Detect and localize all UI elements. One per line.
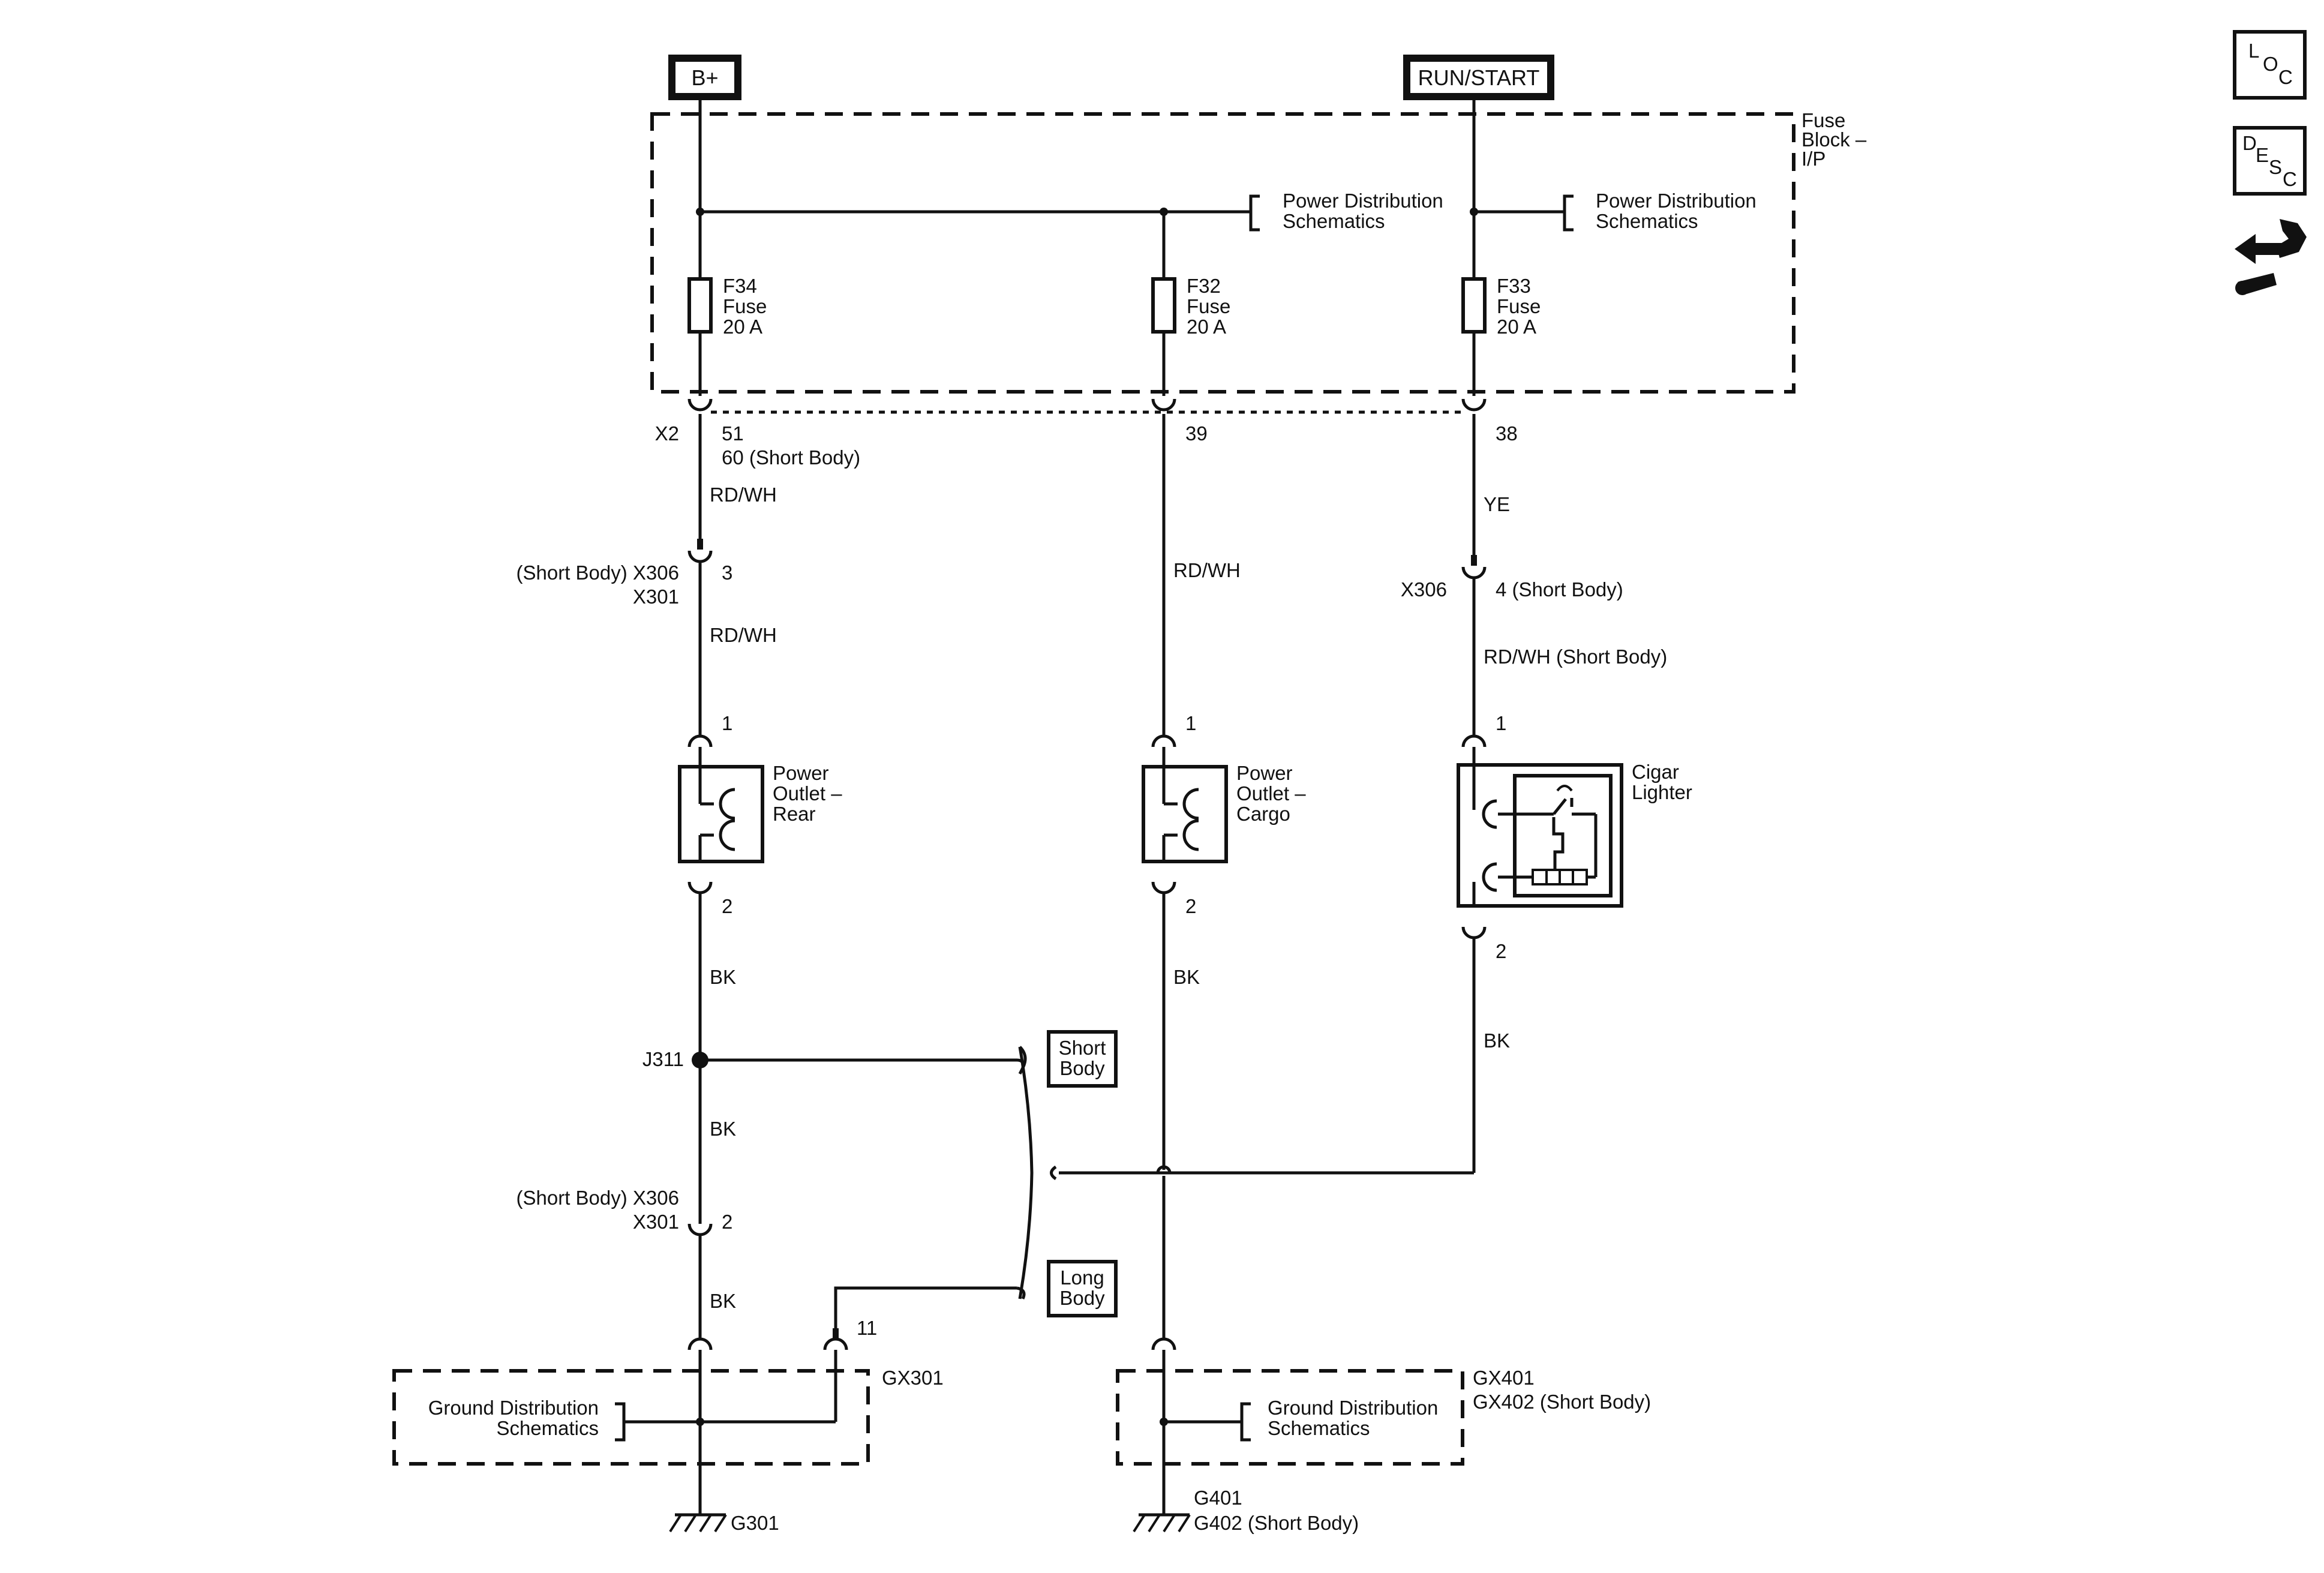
desc-letter-e: E <box>2256 144 2269 166</box>
runstart-label: RUN/START <box>1418 65 1540 90</box>
desc-letter-c: C <box>2283 168 2297 190</box>
fuse-f34-rating: 20 A <box>723 316 762 338</box>
gx301-label: GX301 <box>882 1367 944 1389</box>
short-body-option: Short Body <box>1047 1030 1118 1088</box>
ground-gx301: Ground Distribution Schematics GX301 G30… <box>392 1350 944 1534</box>
wire-bk-3: BK <box>710 1290 736 1312</box>
x2-pin-60: 60 (Short Body) <box>722 446 860 469</box>
long-body-label-2: Body <box>1059 1287 1105 1309</box>
power-outlet-rear: Power Outlet – Rear <box>678 747 842 863</box>
fuse-f33-name: F33 <box>1497 275 1531 297</box>
fuse-f32-name: F32 <box>1187 275 1221 297</box>
x2-label: X2 <box>655 422 679 445</box>
outlet-cargo-label-3: Cargo <box>1236 803 1290 825</box>
bplus-label: B+ <box>691 65 718 90</box>
pin-2-cigar: 2 <box>1496 940 1506 962</box>
wire-rdwh-short: RD/WH (Short Body) <box>1484 646 1667 668</box>
pin-2-cargo: 2 <box>1185 895 1196 917</box>
x2-pin-51: 51 <box>722 422 744 445</box>
fuse-block-label-1: Fuse <box>1801 109 1845 131</box>
ground-gx401: Ground Distribution Schematics GX401 GX4… <box>1116 1350 1651 1534</box>
pin-1-cargo: 1 <box>1185 712 1196 734</box>
loc-letter-c: C <box>2278 66 2293 88</box>
pin-1-rear: 1 <box>722 712 732 734</box>
gd-left-label-2: Schematics <box>496 1417 599 1439</box>
body-option-brackets <box>1016 1046 1057 1300</box>
gx401-label: GX401 <box>1473 1367 1535 1389</box>
x2-pin-38: 38 <box>1496 422 1518 445</box>
fuse-f33: F33 Fuse 20 A <box>1461 275 1541 396</box>
wire-rdwh-2: RD/WH <box>710 624 777 646</box>
power-distribution-label-2b: Schematics <box>1596 210 1698 232</box>
x306-left-1: (Short Body) X306 <box>517 562 679 584</box>
loc-icon[interactable]: L O C <box>2233 30 2307 100</box>
x301-left-1: X301 <box>633 586 679 608</box>
wire-bk-5: BK <box>1484 1029 1510 1052</box>
fuse-block: Fuse Block – I/P <box>650 109 1867 394</box>
x2-pin-39: 39 <box>1185 422 1208 445</box>
power-outlet-cargo: Power Outlet – Cargo <box>1142 747 1306 863</box>
outlet-cargo-label-2: Outlet – <box>1236 782 1306 804</box>
fuse-f33-type: Fuse <box>1497 295 1541 317</box>
wire-ye: YE <box>1484 493 1510 515</box>
power-distribution-label-2a: Power Distribution <box>1596 190 1756 212</box>
loc-letter-o: O <box>2263 53 2278 75</box>
fuse-f34-type: Fuse <box>723 295 767 317</box>
pin-1-cigar: 1 <box>1496 712 1506 734</box>
gx402-label: GX402 (Short Body) <box>1473 1391 1651 1413</box>
desc-icon[interactable]: D E S C <box>2233 126 2307 196</box>
pin-2-rear: 2 <box>722 895 732 917</box>
short-body-label-1: Short <box>1059 1037 1106 1059</box>
pin-4-short: 4 (Short Body) <box>1496 578 1623 601</box>
outlet-rear-label-3: Rear <box>773 803 816 825</box>
gd-right-label-2: Schematics <box>1268 1417 1370 1439</box>
cigar-lighter: Cigar Lighter <box>1457 747 1692 908</box>
outlet-cargo-label-1: Power <box>1236 762 1293 784</box>
long-body-label-1: Long <box>1060 1266 1104 1289</box>
wire-bk-2: BK <box>710 1118 736 1140</box>
x301-left-2: X301 <box>633 1211 679 1233</box>
loc-letter-l: L <box>2248 40 2259 62</box>
outlet-rear-label-1: Power <box>773 762 829 784</box>
fuse-f32-rating: 20 A <box>1187 316 1226 338</box>
fuse-f32: F32 Fuse 20 A <box>1151 275 1230 396</box>
connector-x2: X2 51 60 (Short Body) 39 38 <box>655 398 1518 469</box>
wire-bk-4: BK <box>1173 966 1200 988</box>
desc-letter-s: S <box>2269 156 2282 178</box>
short-body-label-2: Body <box>1059 1057 1105 1079</box>
fuse-f34-name: F34 <box>723 275 757 297</box>
power-distribution-label-1a: Power Distribution <box>1283 190 1443 212</box>
gd-left-label-1: Ground Distribution <box>428 1397 599 1419</box>
x306-left-2: (Short Body) X306 <box>517 1187 679 1209</box>
pin-2-left: 2 <box>722 1211 732 1233</box>
fuse-f33-rating: 20 A <box>1497 316 1536 338</box>
desc-letter-d: D <box>2242 132 2257 154</box>
g402-label: G402 (Short Body) <box>1194 1512 1359 1534</box>
cigar-label-2: Lighter <box>1632 781 1692 803</box>
pin-11: 11 <box>857 1317 877 1339</box>
g401-label: G401 <box>1194 1487 1242 1509</box>
fuse-f34: F34 Fuse 20 A <box>687 275 767 396</box>
gd-right-label-1: Ground Distribution <box>1268 1397 1438 1419</box>
fuse-block-label-2: Block – <box>1801 128 1867 151</box>
g301-label: G301 <box>731 1512 779 1534</box>
x306-right: X306 <box>1401 578 1447 601</box>
outlet-rear-label-2: Outlet – <box>773 782 842 804</box>
j311-label: J311 <box>642 1048 684 1070</box>
cigar-label-1: Cigar <box>1632 761 1679 783</box>
wire-rdwh-1: RD/WH <box>710 484 777 506</box>
fuse-f32-type: Fuse <box>1187 295 1230 317</box>
wire-bk-1: BK <box>710 966 736 988</box>
long-body-option: Long Body <box>1047 1260 1118 1317</box>
wire-rdwh-3: RD/WH <box>1173 559 1241 581</box>
fuse-block-label-3: I/P <box>1801 148 1825 170</box>
pin-3-left: 3 <box>722 562 732 584</box>
harness-tool-icon[interactable] <box>2235 219 2307 295</box>
bplus-source: B+ <box>668 55 741 100</box>
runstart-source: RUN/START <box>1403 55 1554 100</box>
power-distribution-label-1b: Schematics <box>1283 210 1385 232</box>
